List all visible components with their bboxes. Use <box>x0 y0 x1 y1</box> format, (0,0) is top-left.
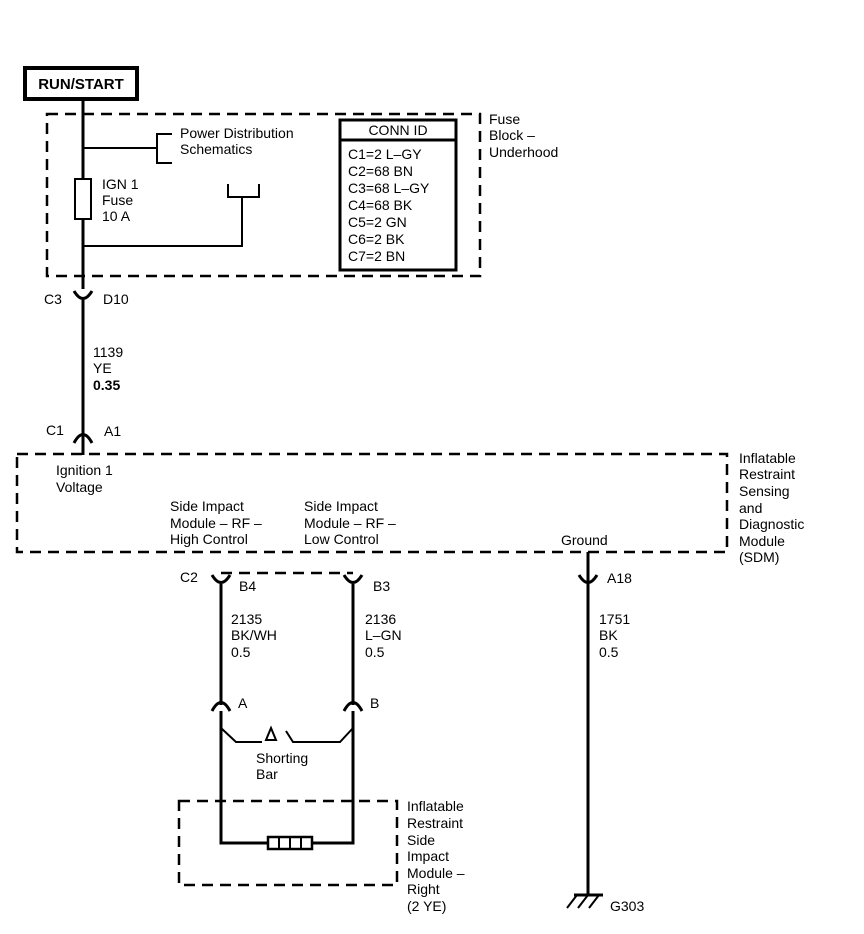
sdm-high-control-label: Side Impact Module – RF – High Control <box>170 498 262 547</box>
shorting-bar-contact <box>264 725 278 741</box>
sdm-low-control-label: Side Impact Module – RF – Low Control <box>304 498 396 547</box>
svg-text:C4=68 BK: C4=68 BK <box>348 197 413 213</box>
shorting-bar <box>220 727 354 743</box>
svg-text:BK: BK <box>599 627 618 643</box>
svg-text:L–GN: L–GN <box>365 627 402 643</box>
svg-text:Low Control: Low Control <box>304 531 379 547</box>
connector-b4 <box>210 574 232 584</box>
connector-a18-label: A18 <box>607 570 632 586</box>
svg-text:Diagnostic: Diagnostic <box>739 516 804 532</box>
power-source-box <box>23 66 139 101</box>
svg-text:High Control: High Control <box>170 531 248 547</box>
connector-d10-label: D10 <box>103 291 129 307</box>
power-distribution-bracket <box>156 133 172 164</box>
svg-text:Shorting: Shorting <box>256 750 308 766</box>
svg-text:2136: 2136 <box>365 611 396 627</box>
connector-a <box>210 701 232 712</box>
svg-text:Side Impact: Side Impact <box>304 498 378 514</box>
sdm-label: Inflatable Restraint Sensing and Diagnos… <box>739 450 804 565</box>
svg-text:Module –: Module – <box>407 865 465 881</box>
svg-text:Schematics: Schematics <box>180 141 252 157</box>
svg-text:0.35: 0.35 <box>93 377 120 393</box>
sdm-ignition-label: Ignition 1 Voltage <box>56 462 113 495</box>
svg-text:Side Impact: Side Impact <box>170 498 244 514</box>
svg-text:C3=68 L–GY: C3=68 L–GY <box>348 180 430 196</box>
side-module-loop <box>219 711 355 845</box>
power-distribution-label: Power Distribution Schematics <box>180 125 294 157</box>
svg-text:Module – RF –: Module – RF – <box>170 515 262 531</box>
svg-text:1139: 1139 <box>93 344 123 360</box>
connector-c3-d10 <box>72 290 94 300</box>
svg-text:C5=2 GN: C5=2 GN <box>348 214 407 230</box>
bus-bar-symbol <box>227 184 260 198</box>
shorting-bar-label: Shorting Bar <box>256 750 308 782</box>
connector-c3-label: C3 <box>44 291 62 307</box>
svg-text:0.5: 0.5 <box>231 644 251 660</box>
conn-id-rows: C1=2 L–GY C2=68 BN C3=68 L–GY C4=68 BK C… <box>348 146 430 264</box>
svg-text:Sensing: Sensing <box>739 483 790 499</box>
svg-text:Restraint: Restraint <box>407 815 463 831</box>
svg-text:Inflatable: Inflatable <box>739 450 796 466</box>
connector-a-label: A <box>238 695 248 711</box>
wire-1139-label: 1139 YE 0.35 <box>93 344 123 393</box>
connector-b4-label: B4 <box>239 578 256 594</box>
svg-text:Side: Side <box>407 832 435 848</box>
svg-text:Fuse: Fuse <box>489 111 520 127</box>
svg-text:Inflatable: Inflatable <box>407 798 464 814</box>
svg-text:IGN 1: IGN 1 <box>102 176 139 192</box>
connector-c2-label: C2 <box>180 569 198 585</box>
svg-text:Bar: Bar <box>256 766 278 782</box>
svg-text:Underhood: Underhood <box>489 144 558 160</box>
sdm-ground-label: Ground <box>561 532 608 548</box>
bus-bar-link <box>83 197 243 247</box>
svg-text:(2 YE): (2 YE) <box>407 898 446 914</box>
svg-text:and: and <box>739 500 762 516</box>
connector-b-label: B <box>370 695 379 711</box>
svg-text:C7=2 BN: C7=2 BN <box>348 248 405 264</box>
svg-text:Impact: Impact <box>407 848 449 864</box>
fuse-block-outline <box>45 112 482 278</box>
svg-text:BK/WH: BK/WH <box>231 627 277 643</box>
svg-text:(SDM): (SDM) <box>739 549 779 565</box>
conn-id-title: CONN ID <box>368 122 427 138</box>
connector-b3 <box>342 574 364 584</box>
side-module-label: Inflatable Restraint Side Impact Module … <box>407 798 465 914</box>
svg-text:Fuse: Fuse <box>102 192 133 208</box>
svg-text:C6=2 BK: C6=2 BK <box>348 231 405 247</box>
ground-symbol <box>566 893 603 909</box>
fuse-block-label: Fuse Block – Underhood <box>489 111 558 160</box>
svg-text:Module: Module <box>739 533 785 549</box>
svg-text:Voltage: Voltage <box>56 479 103 495</box>
svg-text:10 A: 10 A <box>102 208 131 224</box>
wire-2135-label: 2135 BK/WH 0.5 <box>231 611 277 660</box>
svg-text:Module – RF –: Module – RF – <box>304 515 396 531</box>
ign1-fuse-label: IGN 1 Fuse 10 A <box>102 176 139 224</box>
wire-1751-label: 1751 BK 0.5 <box>599 611 630 660</box>
svg-text:YE: YE <box>93 360 112 376</box>
svg-text:Restraint: Restraint <box>739 466 795 482</box>
svg-text:Ignition 1: Ignition 1 <box>56 462 113 478</box>
svg-text:1751: 1751 <box>599 611 630 627</box>
svg-text:0.5: 0.5 <box>599 644 619 660</box>
svg-text:C2=68 BN: C2=68 BN <box>348 163 413 179</box>
connector-c1-label: C1 <box>46 422 64 438</box>
svg-text:Right: Right <box>407 881 440 897</box>
power-source-label: RUN/START <box>38 76 124 93</box>
svg-text:2135: 2135 <box>231 611 262 627</box>
ground-id-label: G303 <box>610 898 644 914</box>
connector-a1-label: A1 <box>104 423 121 439</box>
svg-text:C1=2 L–GY: C1=2 L–GY <box>348 146 422 162</box>
conn-id-box <box>338 118 458 272</box>
sdm-outline <box>15 452 729 554</box>
side-module-outline <box>177 799 399 887</box>
airbag-squib <box>266 835 314 851</box>
wire-2136-label: 2136 L–GN 0.5 <box>365 611 402 660</box>
ign1-fuse <box>74 178 92 220</box>
svg-text:Power Distribution: Power Distribution <box>180 125 294 141</box>
svg-text:Block –: Block – <box>489 127 535 143</box>
connector-b <box>342 701 364 712</box>
svg-text:0.5: 0.5 <box>365 644 385 660</box>
connector-b3-label: B3 <box>373 578 390 594</box>
